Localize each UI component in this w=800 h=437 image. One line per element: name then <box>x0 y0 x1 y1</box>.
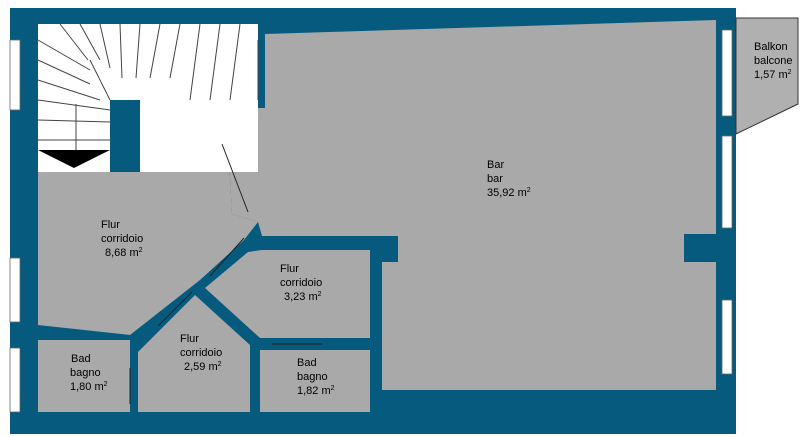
bar-name-de: Bar <box>487 159 504 171</box>
label-bar: Bar bar 35,92 m2 <box>487 159 531 199</box>
label-hall-1: Flur corridoio 8,68 m2 <box>101 219 143 259</box>
balcony-name-de: Balkon <box>754 41 788 53</box>
stair-treads <box>37 23 259 150</box>
window-right-1 <box>721 29 733 117</box>
label-hall-3: Flur corridoio 2,59 m2 <box>180 333 222 373</box>
hall-2-name-it: corridoio <box>280 277 322 289</box>
bar-name-it: bar <box>487 173 503 185</box>
room-bath-1-floor <box>38 340 130 412</box>
window-right-3 <box>721 299 733 375</box>
hall-3-name-de: Flur <box>180 333 199 345</box>
wall-pillar-right <box>684 234 722 262</box>
bath-2-area: 1,82 m2 <box>297 385 335 397</box>
hall-2-area: 3,23 m2 <box>284 291 322 303</box>
label-balcony: Balkon balcone 1,57 m2 <box>754 41 793 81</box>
room-bath-2-floor <box>260 350 370 412</box>
balcony-area: 1,57 m2 <box>754 69 792 81</box>
hall-1-area: 8,68 m2 <box>105 247 143 259</box>
stairs-area <box>38 24 258 172</box>
doors <box>129 143 322 404</box>
label-bath-2: Bad bagno 1,82 m2 <box>297 357 335 397</box>
room-hall-3-floor <box>138 295 250 412</box>
bath-1-name-it: bagno <box>70 367 101 379</box>
hall-3-name-it: corridoio <box>180 347 222 359</box>
window-left-low <box>9 347 21 413</box>
hall-1-name-de: Flur <box>101 219 120 231</box>
stair-arrow <box>38 150 110 168</box>
room-balcony-floor <box>735 17 799 135</box>
window-left-mid <box>9 257 21 323</box>
windows <box>9 29 733 413</box>
bar-area: 35,92 m2 <box>487 187 531 199</box>
window-right-2 <box>721 135 733 229</box>
label-bath-1: Bad bagno 1,80 m2 <box>70 353 108 393</box>
stairs-core <box>110 100 140 172</box>
label-hall-2: Flur corridoio 3,23 m2 <box>280 263 322 303</box>
bath-2-name-de: Bad <box>297 357 317 369</box>
room-bar-floor <box>226 20 716 390</box>
balcony-name-it: balcone <box>754 55 793 67</box>
hall-2-name-de: Flur <box>280 263 299 275</box>
room-hall-2-floor <box>205 250 370 338</box>
bath-1-area: 1,80 m2 <box>70 381 108 393</box>
window-left-top <box>9 39 21 111</box>
hall-1-name-it: corridoio <box>101 233 143 245</box>
bath-2-name-it: bagno <box>297 371 328 383</box>
hall-3-area: 2,59 m2 <box>184 361 222 373</box>
bath-1-name-de: Bad <box>71 353 91 365</box>
